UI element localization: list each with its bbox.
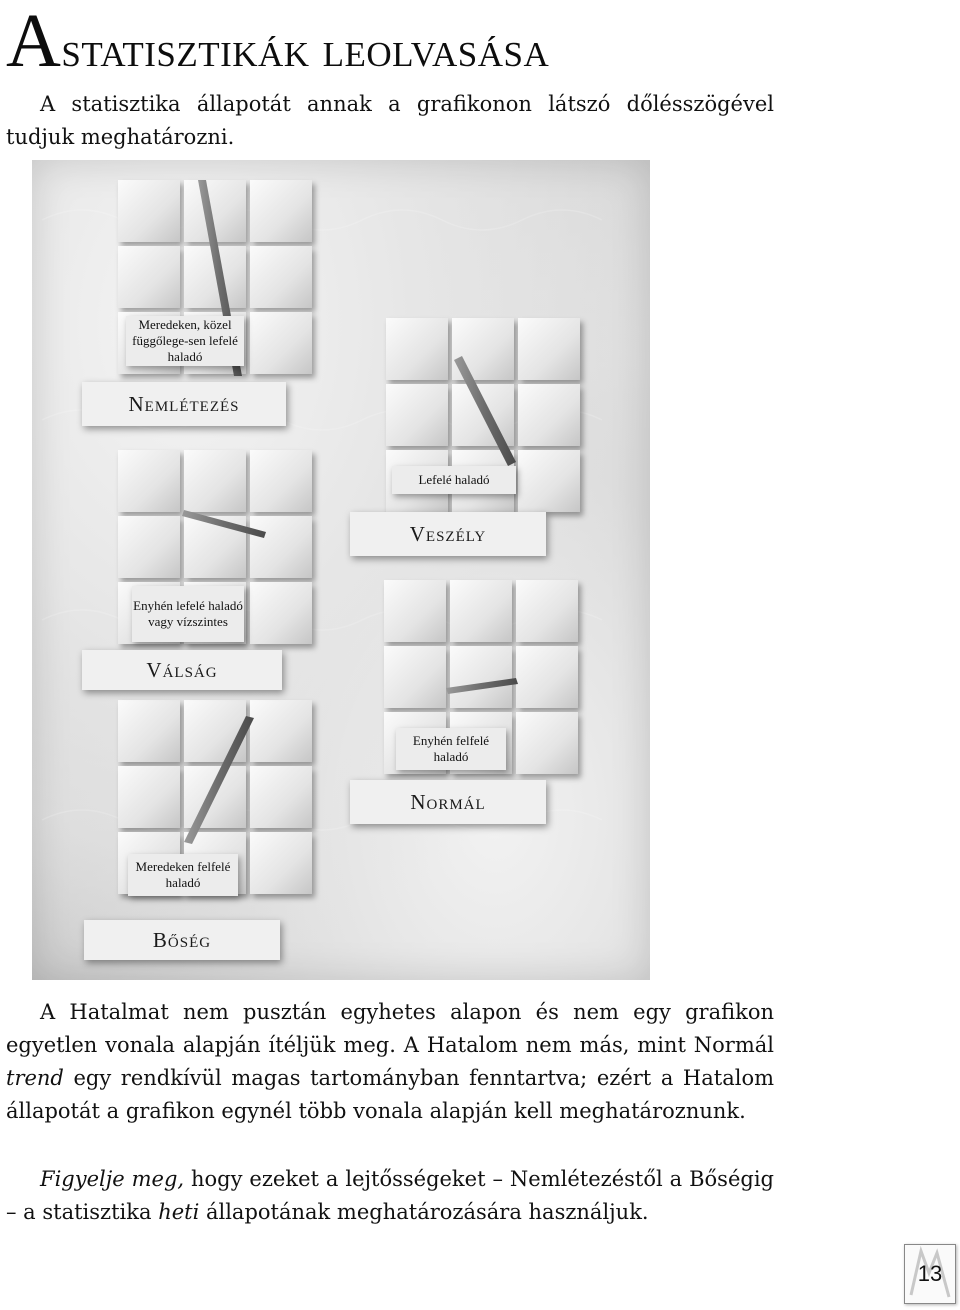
page-title: Astatisztikák leolvasása <box>6 0 549 90</box>
title-first-letter: A <box>6 0 62 83</box>
paragraph-text: egy rendkívül magas tartományban fenntar… <box>6 1066 774 1123</box>
trend-bar-veszely <box>454 356 516 466</box>
paragraph-italic-lead: Figyelje meg, <box>40 1167 185 1191</box>
slope-label-valsag: Enyhén lefelé haladó vagy vízszintes <box>132 586 244 642</box>
title-rest: statisztikák leolvasása <box>61 21 550 77</box>
slope-label-veszely: Lefelé haladó <box>392 466 516 494</box>
state-name-valsag: Válság <box>82 650 282 690</box>
page-number: 13 <box>917 1261 943 1286</box>
trend-bar-valsag <box>182 510 266 538</box>
trend-bar-boseg <box>184 716 254 844</box>
slope-label-normal: Enyhén felfelé haladó <box>396 728 506 770</box>
slope-illustration: Meredeken, közel függőlege-sen lefelé ha… <box>32 160 650 980</box>
paragraph-text: A Hatalmat nem pusztán egyhetes alapon é… <box>6 1000 774 1057</box>
state-name-boseg: Bőség <box>84 920 280 960</box>
paragraph-italic-term: trend <box>6 1066 64 1090</box>
paragraph-text: hogy ezeket a lejtősségeket – Nemlétezés… <box>6 1167 774 1224</box>
page-number-badge: 13 <box>904 1244 956 1304</box>
page-ornament-icon <box>909 1245 951 1298</box>
paragraph-text: állapotának meghatározására használjuk. <box>199 1200 649 1224</box>
slope-illustration-graphic <box>41 180 603 894</box>
body-paragraph-2: Figyelje meg, hogy ezeket a lejtősségeke… <box>6 1163 774 1229</box>
state-name-nemletezes: Nemlétezés <box>82 382 286 426</box>
trend-bar-normal <box>446 678 518 694</box>
slope-label-nemletezes: Meredeken, közel függőlege-sen lefelé ha… <box>126 316 244 366</box>
intro-text: A statisztika állapotát annak a grafikon… <box>6 92 774 149</box>
state-name-veszely: Veszély <box>350 512 546 556</box>
body-paragraph-1: A Hatalmat nem pusztán egyhetes alapon é… <box>6 996 774 1128</box>
paragraph-italic-word: heti <box>158 1200 200 1224</box>
state-name-normal: Normál <box>350 780 546 824</box>
intro-paragraph: A statisztika állapotát annak a grafikon… <box>6 88 774 154</box>
slope-label-boseg: Meredeken felfelé haladó <box>128 854 238 896</box>
